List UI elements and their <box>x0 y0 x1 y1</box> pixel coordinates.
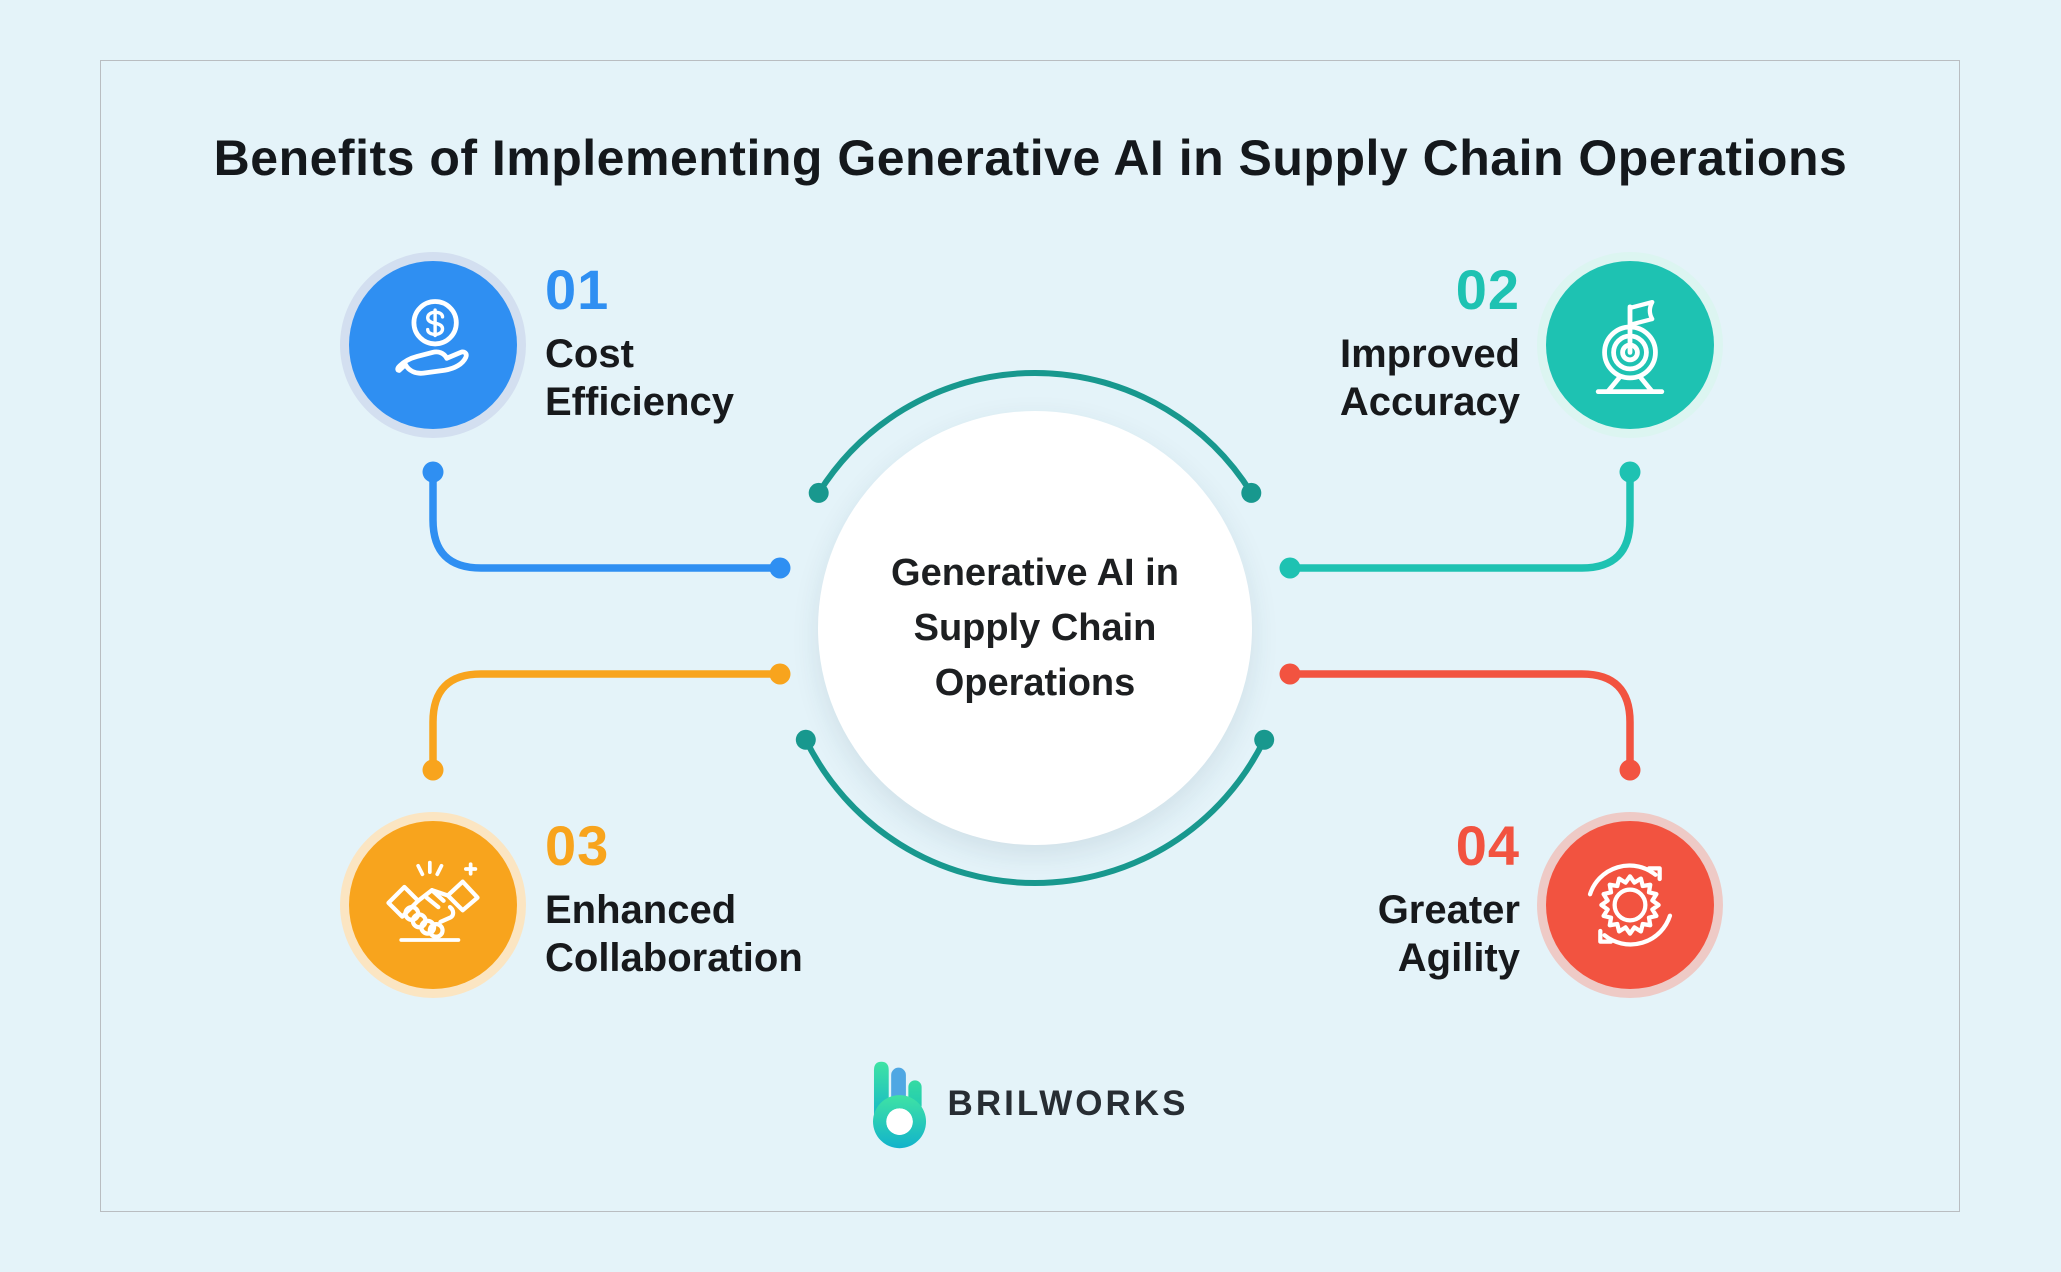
improved-accuracy-circle <box>1546 261 1714 429</box>
benefit-label-03-line1: Enhanced <box>545 888 737 932</box>
bottom-arc <box>795 729 1275 886</box>
border-frame <box>100 60 1960 1212</box>
benefit-number-03: 03 <box>545 814 610 877</box>
brand-name: BRILWORKS <box>947 1084 1189 1123</box>
benefit-label-02: Improved Accuracy <box>1340 330 1520 426</box>
target-flag-icon <box>1595 299 1665 395</box>
handshake-icon <box>386 860 480 942</box>
connector-improved-accuracy <box>1279 461 1641 579</box>
benefit-number-01: 01 <box>545 258 610 321</box>
benefit-label-01-line2: Efficiency <box>545 380 734 424</box>
improved-accuracy-text: 02 Improved Accuracy <box>1340 262 1520 426</box>
money-hand-icon <box>395 299 469 376</box>
central-topic-line3: Operations <box>934 661 1136 704</box>
enhanced-collaboration-text: 03 Enhanced Collaboration <box>545 818 803 982</box>
benefit-label-01: Cost Efficiency <box>545 330 734 426</box>
central-topic-circle: Generative AI in Supply Chain Operations <box>818 411 1252 845</box>
benefit-label-01-line1: Cost <box>545 332 634 376</box>
cost-efficiency-circle <box>349 261 517 429</box>
connector-cost-efficiency <box>422 461 791 579</box>
benefit-label-04: Greater Agility <box>1378 886 1520 982</box>
benefit-label-04-line1: Greater <box>1377 888 1520 932</box>
benefit-label-04-line2: Agility <box>1397 936 1520 980</box>
benefit-label-02-line2: Accuracy <box>1339 380 1520 424</box>
central-topic-line1: Generative AI in <box>891 551 1179 594</box>
brilworks-logo-icon <box>872 1061 926 1149</box>
page-title: Benefits of Implementing Generative AI i… <box>213 130 1848 186</box>
benefit-number-02: 02 <box>1455 258 1520 321</box>
greater-agility-circle <box>1546 821 1714 989</box>
enhanced-collaboration-circle <box>349 821 517 989</box>
connector-enhanced-collaboration <box>422 663 791 781</box>
footer-brand: BRILWORKS <box>0 1058 2061 1150</box>
top-arc <box>808 370 1262 503</box>
greater-agility-text: 04 Greater Agility <box>1378 818 1520 982</box>
cost-efficiency-text: 01 Cost Efficiency <box>545 262 734 426</box>
benefit-label-03: Enhanced Collaboration <box>545 886 803 982</box>
benefit-label-03-line2: Collaboration <box>545 936 803 980</box>
central-topic-line2: Supply Chain <box>913 606 1157 649</box>
connector-greater-agility <box>1279 663 1641 781</box>
gear-cycle-icon <box>1587 863 1673 947</box>
benefit-number-04: 04 <box>1455 814 1520 877</box>
benefit-label-02-line1: Improved <box>1339 332 1520 376</box>
